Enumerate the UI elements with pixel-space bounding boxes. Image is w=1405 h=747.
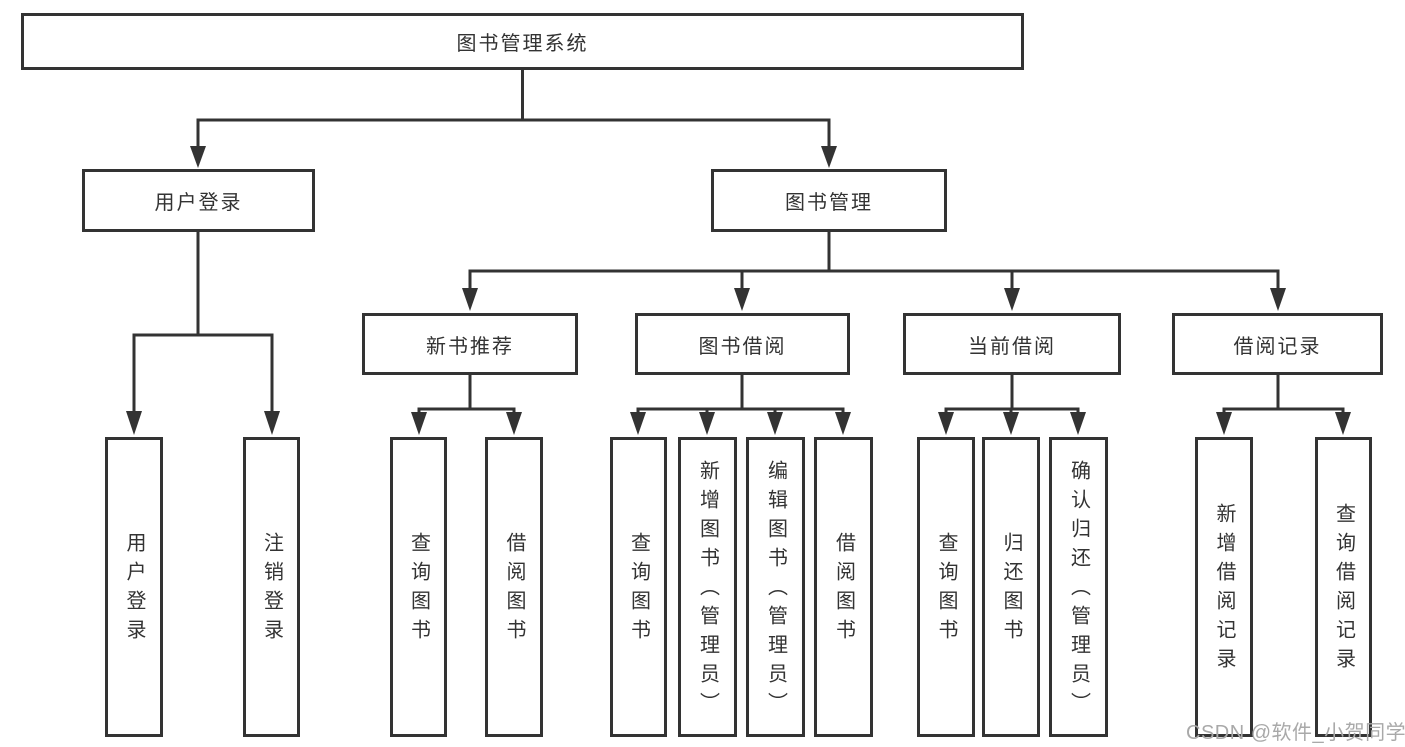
connector-new-book-recommend-to-children xyxy=(411,375,522,435)
node-leaf-user-login: 用户登录 xyxy=(105,437,163,737)
node-current-borrow: 当前借阅 xyxy=(903,313,1121,375)
node-borrow-borrow-books: 借阅图书 xyxy=(814,437,873,737)
node-records-add-record: 新增借阅记录 xyxy=(1195,437,1253,737)
node-book-borrow: 图书借阅 xyxy=(635,313,850,375)
watermark: CSDN @软件_小贺同学 xyxy=(1186,722,1405,744)
connector-user-login-to-children xyxy=(126,232,280,435)
node-newrec-borrow-books: 借阅图书 xyxy=(485,437,543,737)
connector-book-borrow-to-children xyxy=(630,375,851,435)
connector-root-to-children xyxy=(190,70,837,168)
node-leaf-logout: 注销登录 xyxy=(243,437,300,737)
node-new-book-recommend: 新书推荐 xyxy=(362,313,578,375)
connector-book-mgmt-to-children xyxy=(462,232,1286,311)
node-current-query-books: 查询图书 xyxy=(917,437,975,737)
node-root: 图书管理系统 xyxy=(21,13,1024,70)
node-borrow-query-books: 查询图书 xyxy=(610,437,667,737)
node-records-query-record: 查询借阅记录 xyxy=(1315,437,1372,737)
node-newrec-query-books: 查询图书 xyxy=(390,437,447,737)
connector-current-borrow-to-children xyxy=(938,375,1086,435)
node-borrow-edit-books: 编辑图书（管理员） xyxy=(746,437,805,737)
node-borrow-records: 借阅记录 xyxy=(1172,313,1383,375)
node-current-return-books: 归还图书 xyxy=(982,437,1040,737)
node-borrow-add-books: 新增图书（管理员） xyxy=(678,437,737,737)
connector-borrow-records-to-children xyxy=(1216,375,1351,435)
node-book-mgmt: 图书管理 xyxy=(711,169,947,232)
node-current-confirm-return: 确认归还（管理员） xyxy=(1049,437,1108,737)
node-user-login: 用户登录 xyxy=(82,169,315,232)
